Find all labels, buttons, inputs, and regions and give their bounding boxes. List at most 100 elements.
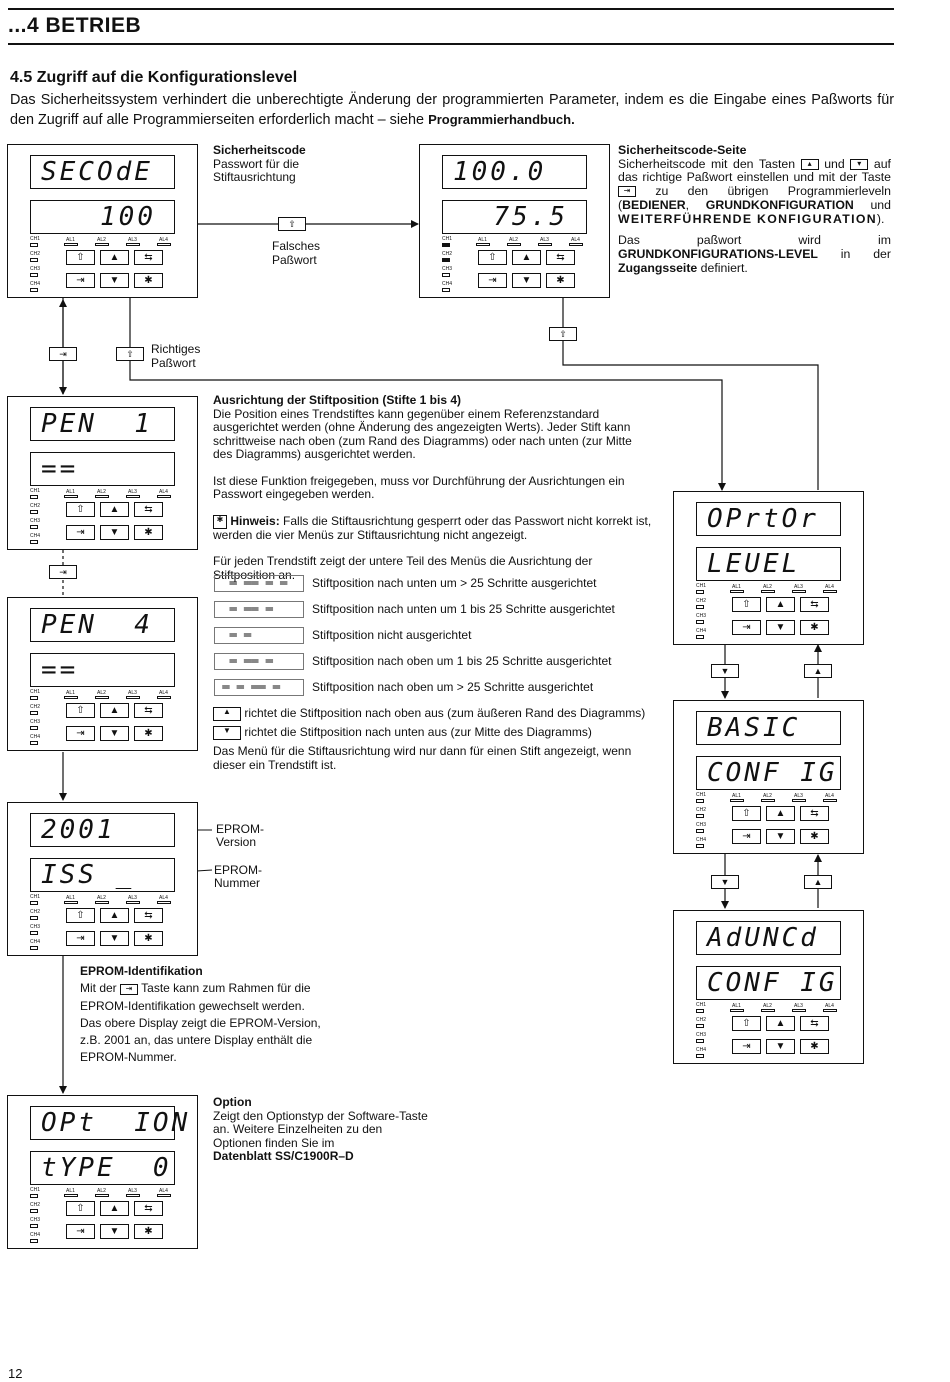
alarm-led [126, 696, 140, 699]
alarm-label: AL4 [825, 1003, 834, 1009]
down-key[interactable]: ▼ [766, 620, 795, 635]
star-key[interactable]: ✱ [134, 273, 163, 288]
down-key[interactable]: ▼ [100, 1224, 129, 1239]
down-key[interactable]: ▼ [100, 931, 129, 946]
upper-display-text: BASIC [707, 713, 801, 743]
alarm-led [476, 243, 490, 246]
alarm-led [126, 495, 140, 498]
star-key[interactable]: ✱ [134, 931, 163, 946]
enter-key[interactable]: ⇥ [66, 931, 95, 946]
channel-label: CH1 [696, 1002, 707, 1008]
page-key[interactable]: ⇧ [66, 502, 95, 517]
eprom-id-l1: Mit der ⇥ Taste kann zum Rahmen für die [80, 980, 340, 997]
star-key[interactable]: ✱ [546, 273, 575, 288]
channel-led [442, 273, 450, 277]
enter-key[interactable]: ⇥ [66, 726, 95, 741]
star-key[interactable]: ✱ [800, 829, 829, 844]
p2d: Zugangsseite [618, 260, 698, 275]
lower-display: == [30, 653, 175, 687]
page-key[interactable]: ⇧ [66, 250, 95, 265]
up-key[interactable]: ▲ [100, 502, 129, 517]
swap-key[interactable]: ⇆ [800, 597, 829, 612]
upper-display: 100.0 [442, 155, 587, 189]
star-key[interactable]: ✱ [134, 726, 163, 741]
down-key[interactable]: ▼ [100, 726, 129, 741]
channel-label: CH2 [30, 251, 41, 257]
down-key[interactable]: ▼ [100, 273, 129, 288]
swap-key[interactable]: ⇆ [800, 806, 829, 821]
down-key[interactable]: ▼ [100, 525, 129, 540]
star-key[interactable]: ✱ [134, 1224, 163, 1239]
channel-led [442, 243, 450, 247]
enter-key[interactable]: ⇥ [66, 1224, 95, 1239]
alarm-label: AL4 [159, 237, 168, 243]
up-key[interactable]: ▲ [766, 597, 795, 612]
page-key[interactable]: ⇧ [732, 597, 761, 612]
channel-label: CH1 [30, 236, 41, 242]
page-key[interactable]: ⇧ [66, 1201, 95, 1216]
intro-text: Das Sicherheitssystem verhindert die unb… [10, 92, 894, 128]
page-key[interactable]: ⇧ [732, 1016, 761, 1031]
channel-led [30, 711, 38, 715]
swap-key[interactable]: ⇆ [134, 502, 163, 517]
swap-key[interactable]: ⇆ [134, 250, 163, 265]
up-key[interactable]: ▲ [512, 250, 541, 265]
up-key[interactable]: ▲ [100, 908, 129, 923]
lower-display: == [30, 452, 175, 486]
enter-key[interactable]: ⇥ [478, 273, 507, 288]
enter-key[interactable]: ⇥ [732, 829, 761, 844]
down-text: richtet die Stiftposition nach unten aus… [244, 725, 592, 740]
secode-page-p1: Sicherheitscode mit den Tasten ▴ und ▾ a… [618, 156, 891, 227]
swap-key[interactable]: ⇆ [800, 1016, 829, 1031]
channel-led [30, 741, 38, 745]
down-key[interactable]: ▼ [512, 273, 541, 288]
star-key[interactable]: ✱ [800, 1039, 829, 1054]
page-key[interactable]: ⇧ [66, 703, 95, 718]
upper-display-text: OPrtOr [707, 504, 819, 534]
pen-position-symbol: ═ ══ ═ [214, 653, 304, 670]
down-key[interactable]: ▼ [766, 829, 795, 844]
channel-led [30, 946, 38, 950]
enter-key[interactable]: ⇥ [732, 620, 761, 635]
up-key[interactable]: ▲ [100, 1201, 129, 1216]
pen-position-symbol: ═ ═ [214, 627, 304, 644]
page-key[interactable]: ⇧ [66, 908, 95, 923]
star-key[interactable]: ✱ [134, 525, 163, 540]
section-intro: Das Sicherheitssystem verhindert die unb… [10, 91, 894, 130]
option-title: Option [213, 1095, 252, 1109]
swap-key[interactable]: ⇆ [134, 1201, 163, 1216]
swap-key[interactable]: ⇆ [546, 250, 575, 265]
up-key[interactable]: ▲ [766, 1016, 795, 1031]
enter-key-marker: ⇥ [49, 347, 77, 361]
alarm-label: AL3 [794, 1003, 803, 1009]
channel-led [30, 726, 38, 730]
alarm-led [730, 1009, 744, 1012]
up-key[interactable]: ▲ [766, 806, 795, 821]
channel-led [696, 844, 704, 848]
down-key[interactable]: ▼ [766, 1039, 795, 1054]
swap-key[interactable]: ⇆ [134, 703, 163, 718]
channel-label: CH4 [696, 628, 707, 634]
p1b: und [824, 156, 845, 171]
up-key[interactable]: ▲ [100, 250, 129, 265]
eprom-id-l4: z.B. 2001 an, das untere Display enthält… [80, 1033, 313, 1048]
pen-position-text: Stiftposition nicht ausgerichtet [312, 628, 472, 642]
alarm-label: AL1 [478, 237, 487, 243]
channel-label: CH1 [696, 792, 707, 798]
enter-key[interactable]: ⇥ [66, 273, 95, 288]
lower-display: LEUEL [696, 547, 841, 581]
star-key[interactable]: ✱ [800, 620, 829, 635]
right-password-label: Richtiges Paßwort [151, 342, 201, 370]
swap-key[interactable]: ⇆ [134, 908, 163, 923]
enter-key[interactable]: ⇥ [66, 525, 95, 540]
page-key[interactable]: ⇧ [732, 806, 761, 821]
alarm-label: AL4 [159, 1188, 168, 1194]
page-key[interactable]: ⇧ [478, 250, 507, 265]
up-key[interactable]: ▲ [100, 703, 129, 718]
enter-key[interactable]: ⇥ [732, 1039, 761, 1054]
alarm-label: AL4 [159, 489, 168, 495]
channel-label: CH3 [30, 1217, 41, 1223]
